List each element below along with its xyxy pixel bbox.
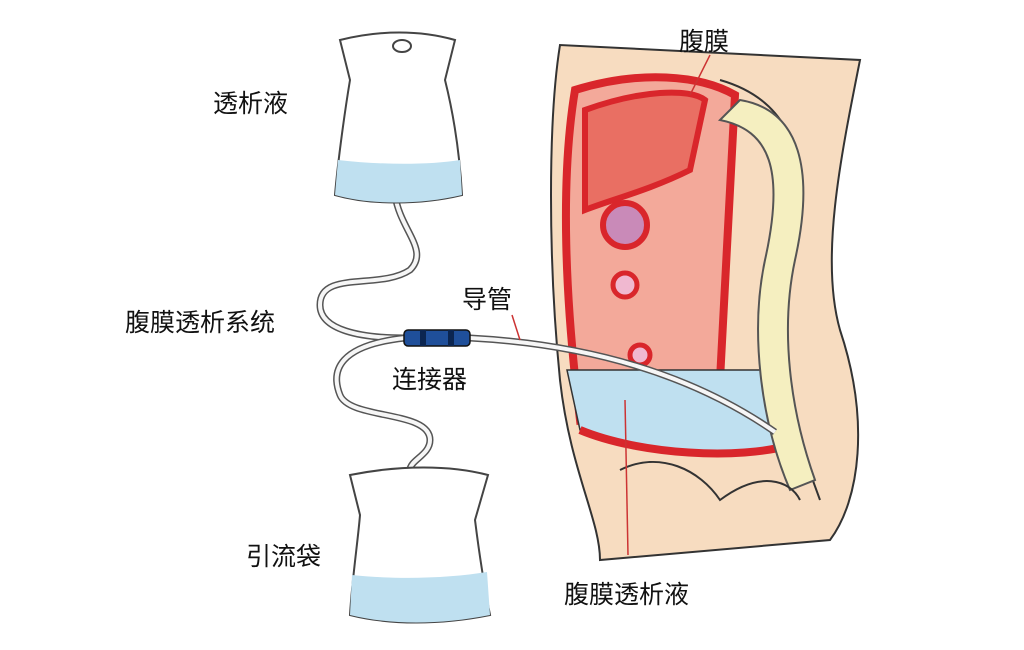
dialysate-bag: [333, 31, 464, 204]
label-peritoneum: 腹膜: [679, 27, 730, 56]
abdomen-cross-section: [550, 43, 862, 562]
drain-bag: [348, 466, 492, 624]
tubing: [316, 194, 434, 471]
label-pd-system: 腹膜透析系统: [125, 308, 276, 337]
label-drain-bag: 引流袋: [246, 542, 322, 571]
spine: [717, 98, 817, 492]
label-pd-fluid: 腹膜透析液: [564, 580, 690, 609]
label-connector: 连接器: [392, 365, 468, 394]
connector: [403, 329, 471, 347]
label-catheter: 导管: [462, 285, 513, 314]
label-dialysate: 透析液: [213, 89, 289, 118]
